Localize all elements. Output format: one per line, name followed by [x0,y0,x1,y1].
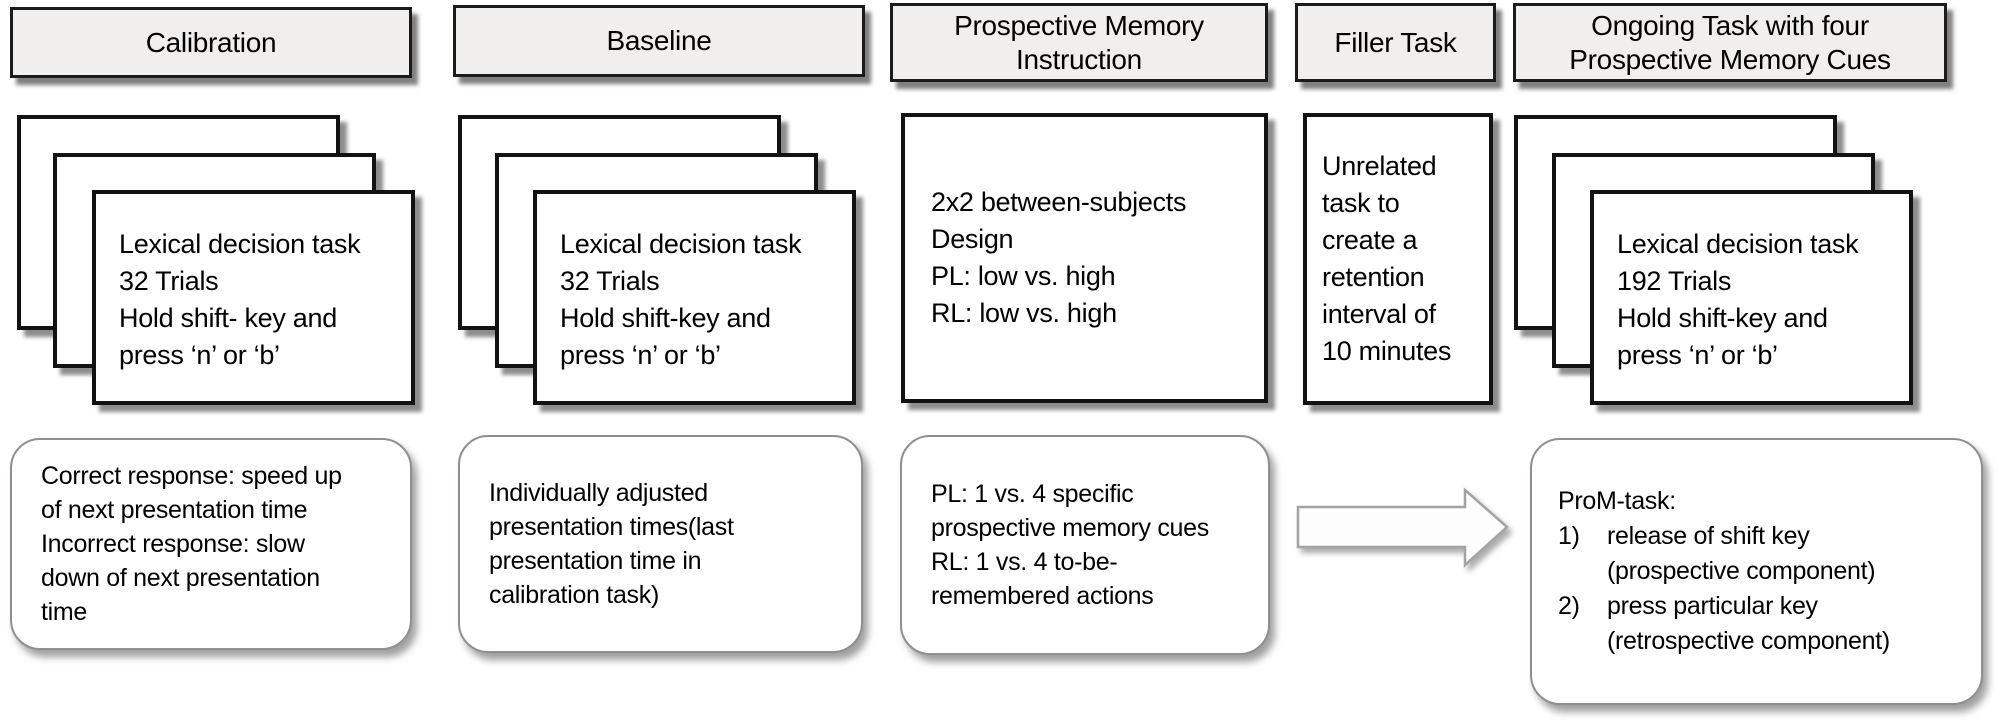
filler-task-box: Unrelated task to create a retention int… [1303,113,1493,405]
list-item-text: press particular key (retrospective comp… [1607,592,1890,655]
stage-header-filler-task: Filler Task [1295,3,1496,82]
note-text: Correct response: speed up of next prese… [41,462,342,626]
list-item-number: 1) [1558,522,1580,550]
note-ongoing-task: ProM-task: 1) release of shift key (pros… [1530,438,1983,705]
stage-header-ongoing-task: Ongoing Task with four Prospective Memor… [1513,3,1947,82]
stage-header-pm-instruction: Prospective Memory Instruction [890,3,1268,82]
prom-task-item: 1) release of shift key (prospective com… [1558,519,1981,589]
note-baseline: Individually adjusted presentation times… [458,435,863,653]
card-text-ongoing-task: Lexical decision task 192 Trials Hold sh… [1617,229,1859,370]
prom-task-title: ProM-task: [1558,487,1676,515]
card-text-calibration: Lexical decision task 32 Trials Hold shi… [119,229,361,370]
note-text: Individually adjusted presentation times… [489,479,734,609]
flow-right-arrow-icon [1296,487,1509,568]
note-pm-instruction: PL: 1 vs. 4 specific prospective memory … [900,435,1270,655]
filler-task-box-text: Unrelated task to create a retention int… [1322,151,1452,366]
design-box-text: 2x2 between-subjects Design PL: low vs. … [931,187,1187,328]
card-front: Lexical decision task 32 Trials Hold shi… [92,190,415,405]
prom-task-list: ProM-task: 1) release of shift key (pros… [1532,484,1981,659]
list-item-number: 2) [1558,592,1580,620]
note-calibration: Correct response: speed up of next prese… [10,438,412,650]
note-text: PL: 1 vs. 4 specific prospective memory … [931,480,1209,610]
stage-header-baseline: Baseline [453,5,865,77]
stage-header-calibration: Calibration [10,7,412,78]
card-front: Lexical decision task 32 Trials Hold shi… [533,190,856,405]
card-text-baseline: Lexical decision task 32 Trials Hold shi… [560,229,802,370]
list-item-text: release of shift key (prospective compon… [1607,522,1876,585]
design-box: 2x2 between-subjects Design PL: low vs. … [901,113,1268,403]
prom-task-item: 2) press particular key (retrospective c… [1558,589,1981,659]
card-front: Lexical decision task 192 Trials Hold sh… [1590,190,1913,405]
